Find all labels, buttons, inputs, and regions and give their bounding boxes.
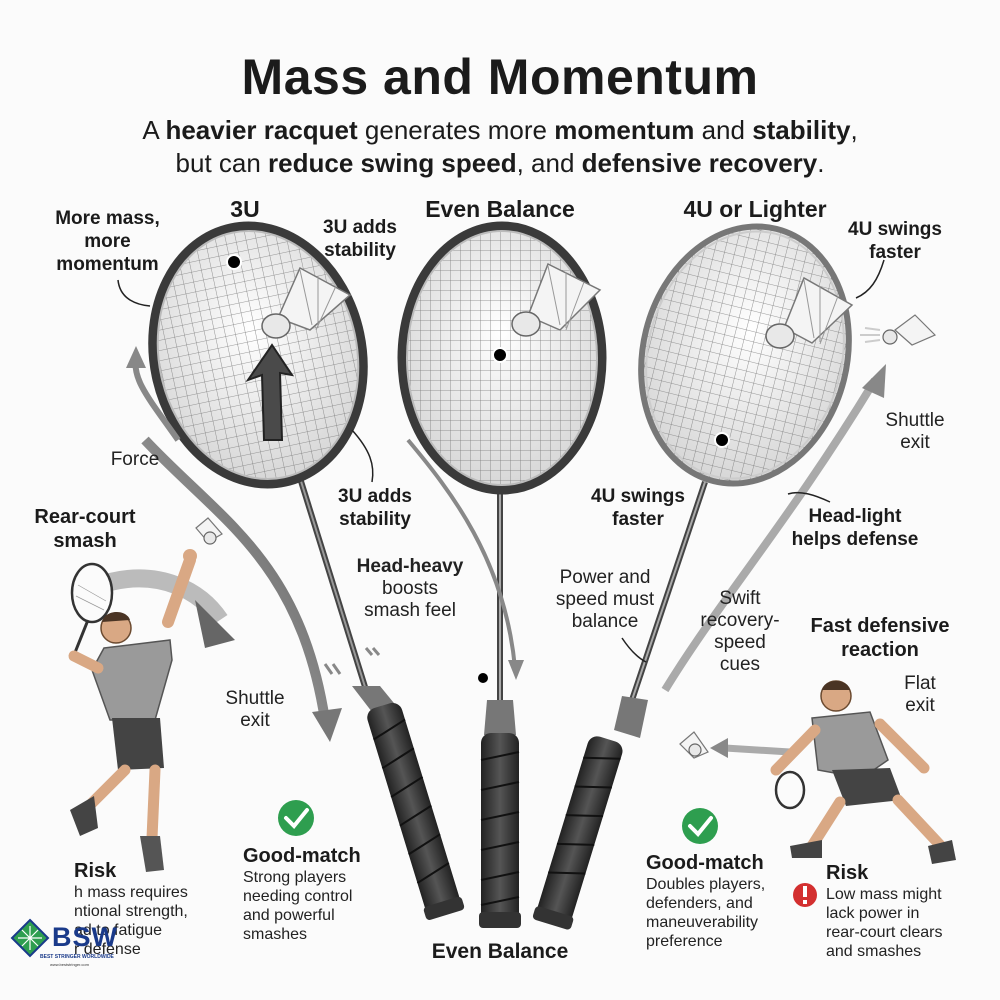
motion-ticks bbox=[323, 647, 381, 675]
shuttlecock-right bbox=[765, 276, 854, 349]
good-match-panel-left: Good-match Strong players needing contro… bbox=[243, 845, 361, 943]
shuttlecock-flying-right bbox=[860, 314, 937, 346]
smash-arrow-head bbox=[195, 600, 235, 648]
page-subtitle: A heavier racquet generates more momentu… bbox=[142, 115, 858, 178]
right-swing-arrow bbox=[661, 377, 879, 693]
heading-4u: 4U or Lighter bbox=[683, 196, 827, 222]
heading-even-balance-bottom: Even Balance bbox=[431, 940, 569, 963]
pointer-more-mass bbox=[117, 279, 151, 307]
page-title: Mass and Momentum bbox=[241, 49, 759, 105]
warning-icon-right bbox=[793, 883, 817, 907]
defense-arrow-head bbox=[710, 738, 728, 758]
force-arrow-left-head bbox=[126, 346, 146, 368]
shuttlecock-defense bbox=[679, 731, 709, 759]
logo-diamond-icon bbox=[10, 918, 50, 958]
logo-tagline: BEST STRINGER WORLDWIDE bbox=[40, 954, 114, 960]
pointer-swings-faster bbox=[855, 259, 885, 299]
racquet-4u bbox=[532, 223, 852, 930]
pointer-adds-stability bbox=[351, 429, 374, 483]
player-defense bbox=[770, 680, 956, 864]
brand-logo: BSW BEST STRINGER WORLDWIDE www.beststri… bbox=[8, 912, 117, 970]
logo-url: www.beststringer.com bbox=[50, 962, 89, 967]
check-icon-right bbox=[682, 808, 718, 844]
check-icon-left bbox=[278, 800, 314, 836]
risk-panel-right: Risk Low mass might lack power in rear-c… bbox=[826, 862, 943, 960]
callout-force: Force bbox=[110, 449, 160, 470]
shuttlecock-left bbox=[261, 266, 352, 339]
logo-name: BSW bbox=[52, 922, 118, 952]
center-arc-head bbox=[508, 660, 524, 680]
shuttlecock-center bbox=[511, 262, 602, 337]
swing-arrow-left bbox=[141, 436, 330, 721]
pointer-power-speed bbox=[621, 637, 647, 663]
heading-3u: 3U bbox=[230, 196, 260, 222]
swing-arrow-left-head bbox=[312, 708, 342, 742]
heading-even-balance: Even Balance bbox=[425, 196, 575, 222]
good-match-panel-right: Good-match Doubles players, defenders, a… bbox=[646, 852, 766, 950]
shuttlecock-flying-left bbox=[195, 517, 223, 545]
right-swing-arrow-head bbox=[862, 364, 886, 398]
player-smash bbox=[68, 549, 197, 872]
defense-arrow bbox=[724, 744, 791, 756]
center-arc bbox=[406, 438, 517, 669]
pointer-head-light bbox=[787, 491, 831, 503]
risk-panel-left: Risk h mass requires ntional strength, a… bbox=[74, 860, 188, 958]
